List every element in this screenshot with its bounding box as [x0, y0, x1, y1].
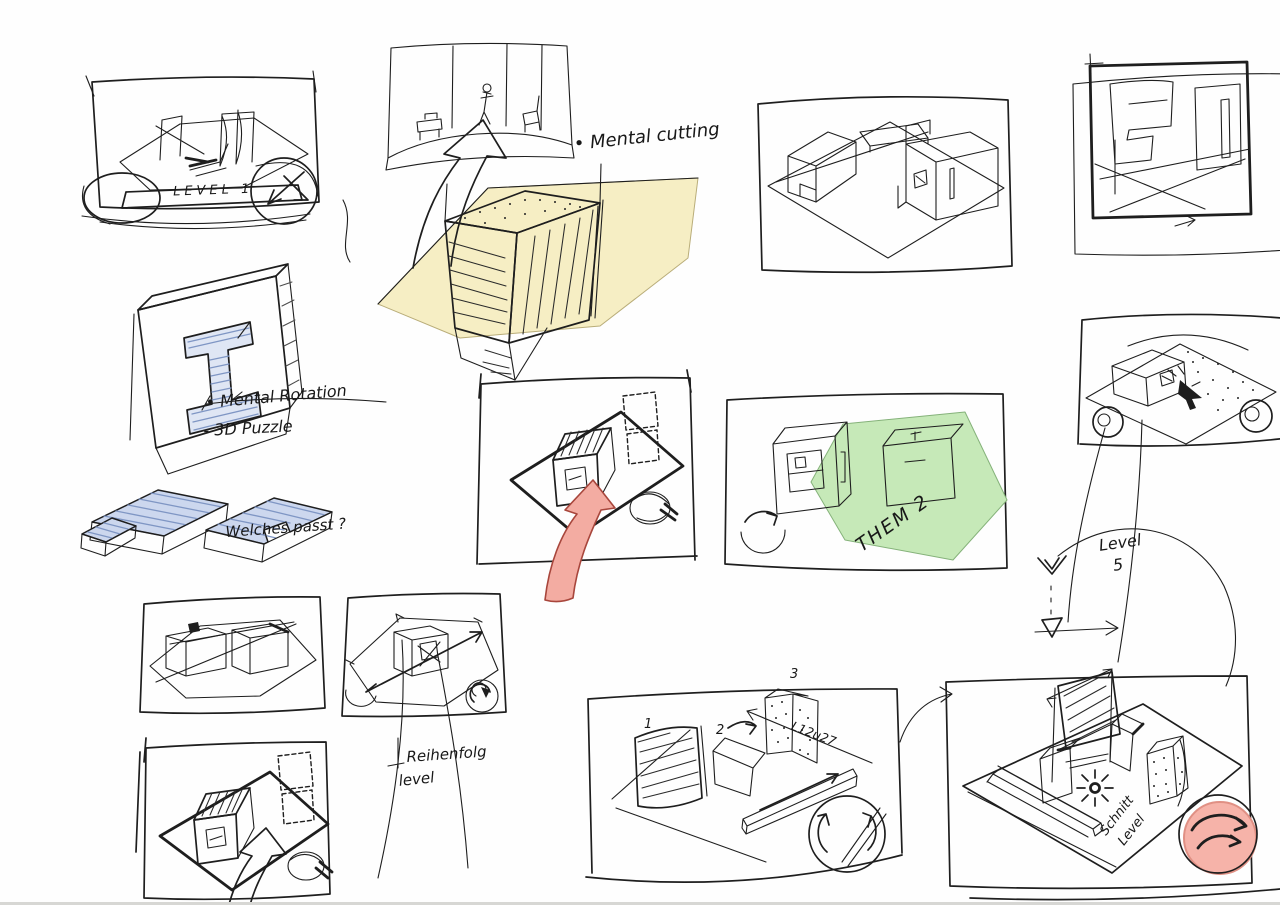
level-frame-drawing: [81, 70, 320, 230]
sequence-blocks-drawing: [585, 688, 903, 883]
panel-sequence-blocks: 1 2 3 L12u27: [580, 662, 920, 905]
panel-blocks-on-plate: [740, 74, 1030, 289]
panel-screen-frame: [1055, 44, 1280, 264]
rotate-button: [1183, 801, 1257, 875]
mental-cutting-drawing: [377, 42, 699, 381]
puzzle-pieces-drawing: [80, 489, 333, 563]
block-3-label: 3: [790, 667, 799, 682]
joystick-right-icon: [1239, 399, 1273, 433]
panel-thema-plate: THEM 2: [715, 382, 1015, 597]
scan-edge: [0, 902, 1280, 905]
panel-puzzle-pieces: [78, 468, 338, 586]
small-cube-icon: [188, 622, 200, 633]
reihenfolg-level-label: level: [397, 768, 436, 790]
panel-rotate-level-red: [465, 368, 710, 613]
plate-dot-texture: [1187, 351, 1254, 411]
panel-schnitt-level-plate: Schnitt Level: [940, 662, 1280, 905]
schnitt-plate-drawing: [945, 668, 1280, 901]
two-boxes-drawing: [139, 596, 326, 715]
underline-stroke: [201, 395, 387, 411]
cube-top-dots: [464, 199, 581, 224]
controller-plate-drawing: [1077, 313, 1280, 447]
panel-mental-cutting-cluster: • Mental cutting: [365, 28, 725, 381]
panel-ibeam-block: [108, 242, 348, 482]
block-1-label: 1: [644, 717, 653, 732]
panel-single-box-plate: [332, 584, 517, 724]
block3-dot-texture: [771, 701, 811, 755]
screen-frame-drawing: [1072, 53, 1280, 256]
block-2-label: 2: [716, 723, 725, 738]
level-5-num-label: 5: [1111, 554, 1125, 575]
single-box-drawing: [341, 592, 507, 718]
joystick-left-icon: [1092, 406, 1124, 438]
ibeam-block-drawing: [129, 263, 303, 475]
blocks-on-plate-drawing: [757, 95, 1013, 274]
panel-two-boxes-plate: [128, 588, 333, 718]
red-arrow-plate-drawing: [476, 369, 698, 603]
rotate-icon: [465, 679, 499, 713]
thema-plate-drawing: [724, 392, 1008, 572]
cube-dot-texture: [1153, 757, 1183, 797]
panel-rotate-level-outline: [128, 732, 363, 905]
cursor-icon: [1178, 380, 1202, 410]
outline-arrow-plate-drawing: [135, 737, 334, 905]
rotate-wide-icon: [808, 795, 886, 873]
panel-controller-plate: [1068, 302, 1280, 462]
panel-level-frame: LEVEL 1: [70, 66, 350, 236]
starburst-icon: [1089, 782, 1101, 794]
